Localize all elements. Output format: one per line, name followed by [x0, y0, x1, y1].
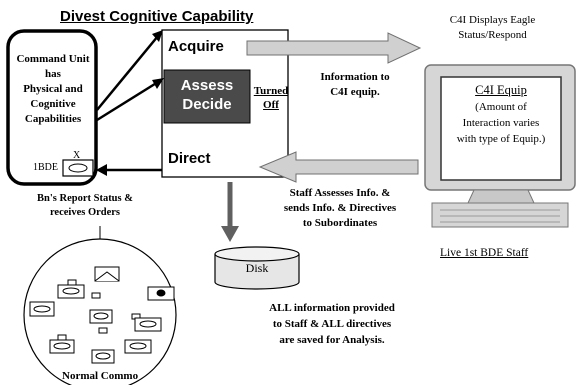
unit-symbol-icon — [62, 159, 94, 177]
assess-label: Assess — [180, 77, 234, 94]
diagram-title: Divest Cognitive Capability — [60, 8, 254, 25]
arrow-to-assess-icon — [152, 78, 164, 89]
staff-assesses-line: to Subordinates — [302, 217, 378, 229]
info-to-c4i-line: Information to — [320, 71, 390, 83]
computer-monitor-icon — [424, 64, 576, 228]
saved-line: ALL information provided — [269, 302, 395, 314]
saved-line: are saved for Analysis. — [279, 334, 385, 346]
disk-icon — [214, 246, 300, 290]
assess-decide-box — [163, 69, 251, 124]
monitor-line: Interaction varies — [462, 117, 540, 129]
normal-commo-label: Normal Commo — [62, 370, 139, 382]
staff-assesses-label: Staff Assesses Info. & sends Info. & Dir… — [255, 186, 425, 231]
turned-off-line: Off — [263, 99, 279, 111]
staff-caption: Live 1st BDE Staff — [440, 247, 529, 259]
disk-label: Disk — [245, 261, 269, 275]
c4i-caption-line: C4I Displays Eagle — [449, 14, 536, 26]
staff-assesses-line: sends Info. & Directives — [283, 202, 397, 214]
decide-label: Decide — [182, 96, 232, 113]
saved-for-analysis-label: ALL information provided to Staff & ALL … — [232, 300, 432, 348]
unit-symbol-label: X — [73, 150, 81, 161]
turned-off-line: Turned — [253, 85, 289, 97]
command-unit-box — [6, 29, 98, 186]
command-unit-line: Capabilities — [24, 113, 82, 125]
staff-assesses-line: Staff Assesses Info. & — [289, 187, 391, 199]
command-unit-line: Command Unit — [16, 53, 90, 65]
command-unit-line: has — [45, 68, 61, 80]
assess-decide-label: Assess Decide — [164, 76, 250, 114]
block-arrow-to-c4i-icon — [246, 32, 422, 64]
command-unit-line: Cognitive — [30, 98, 76, 110]
turned-off-label: Turned Off — [253, 84, 289, 112]
c4i-caption-line: Status/Respond — [458, 29, 527, 41]
direct-label: Direct — [168, 150, 211, 167]
arrow-to-acquire-icon — [152, 30, 163, 42]
unit-id-label: 1BDE — [33, 162, 58, 173]
subordinate-unit-icon — [29, 266, 175, 364]
acquire-label: Acquire — [168, 38, 224, 55]
monitor-line: with type of Equip.) — [456, 133, 546, 145]
monitor-screen-text: C4I Equip (Amount of Interaction varies … — [441, 82, 561, 147]
report-status-line: receives Orders — [49, 207, 121, 218]
block-arrow-to-direct-icon — [258, 151, 419, 183]
arrow-to-disk-icon — [221, 226, 239, 242]
command-unit-line: Physical and — [23, 83, 83, 95]
report-status-label: Bn's Report Status & receives Orders — [20, 192, 150, 220]
info-to-c4i-line: C4I equip. — [330, 86, 380, 98]
command-unit-label: Command Unit has Physical and Cognitive … — [10, 52, 96, 127]
report-status-line: Bn's Report Status & — [37, 193, 133, 204]
monitor-title: C4I Equip — [475, 83, 527, 97]
c4i-caption: C4I Displays Eagle Status/Respond — [410, 13, 575, 43]
info-to-c4i-label: Information to C4I equip. — [300, 70, 410, 100]
saved-line: to Staff & ALL directives — [272, 318, 392, 330]
arrow-to-unit-icon — [96, 164, 107, 176]
monitor-line: (Amount of — [475, 101, 527, 113]
